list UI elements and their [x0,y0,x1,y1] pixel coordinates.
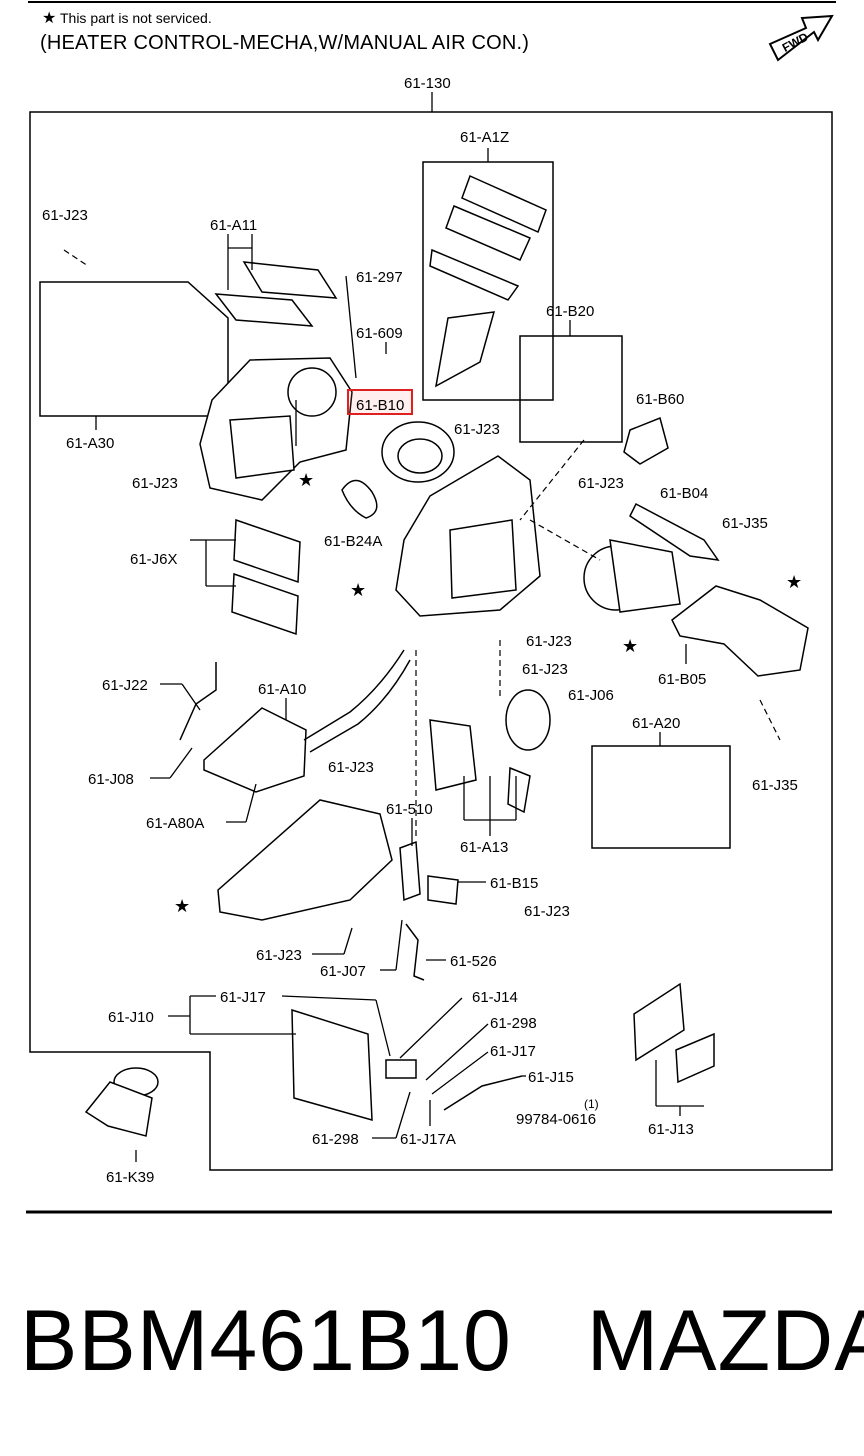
label-61-j23: 61-J23 [42,207,88,224]
part-lower-housing [217,799,393,921]
svg-text:★: ★ [786,572,802,593]
label-61-j35: 61-J35 [722,515,768,532]
label-61-j22: 61-J22 [102,677,148,694]
label-61-a13: 61-A13 [460,839,508,856]
note-text: This part is not serviced. [59,10,212,26]
leader-lines [95,92,704,1162]
part-j14-block [385,1059,417,1079]
assembly-frame [29,111,833,1171]
label-61-a11: 61-A11 [210,217,257,234]
part-j10-evaporator [291,1008,373,1122]
brand-name: MAZDA [586,1293,864,1389]
svg-text:★: ★ [174,896,190,917]
part-number-caption: BBM461B10 MAZDA [20,1292,864,1391]
star-markers: ★ ★ ★ ★ ★ [174,470,802,917]
header-note: ★ This part is not serviced. [42,8,212,28]
svg-text:★: ★ [298,470,314,491]
label-61-a30: 61-A30 [66,435,114,452]
label-61-j23: 61-J23 [524,903,570,920]
label-61-a1z: 61-A1Z [460,129,509,146]
label-61-b60: 61-B60 [636,391,684,408]
part-b15-plate [427,875,459,905]
part-a13-lever [507,766,531,814]
a30-box [39,281,229,417]
part-number: BBM461B10 [20,1293,512,1389]
part-j06-seal [505,689,551,751]
part-b05-assembly [583,539,809,677]
label-61-j13: 61-J13 [648,1121,694,1138]
label-61-j17: 61-J17 [490,1043,536,1060]
label-61-a10: 61-A10 [258,681,306,698]
label-qty: (1) [584,1097,599,1111]
part-b04-duct [629,502,720,561]
label-61-b24a: 61-B24A [324,533,382,550]
part-j15-pipe [443,1075,523,1111]
a20-box [591,745,731,849]
page-title: (HEATER CONTROL-MECHA,W/MANUAL AIR CON.) [40,32,530,54]
svg-text:★: ★ [622,636,638,657]
label-61-b20: 61-B20 [546,303,594,320]
label-61-526: 61-526 [450,953,497,970]
part-a13-links [429,719,477,791]
label-61-j23: 61-J23 [328,759,374,776]
label-61-b10: 61-B10 [356,397,404,414]
label-61-j08: 61-J08 [88,771,134,788]
part-a11-gasket [214,261,338,327]
part-j13-pads [633,982,715,1084]
label-61-j6x: 61-J6X [130,551,178,568]
label-61-j23: 61-J23 [132,475,178,492]
fwd-arrow-icon: FWD [768,14,834,62]
label-61-130: 61-130 [404,75,451,92]
label-61-b15: 61-B15 [490,875,538,892]
label-61-609: 61-609 [356,325,403,342]
part-b24a-hose [341,479,378,519]
part-k39 [84,1067,159,1137]
part-510-bracket [399,840,421,902]
label-61-298: 61-298 [312,1131,359,1148]
part-blower-case [395,455,541,617]
label-61-j07: 61-J07 [320,963,366,980]
label-61-j23: 61-J23 [578,475,624,492]
label-61-k39: 61-K39 [106,1169,154,1186]
label-61-a80a: 61-A80A [146,815,204,832]
part-a10-heater-core [203,649,411,793]
b20-box [519,335,623,443]
part-526-hose [405,923,425,981]
highlight-box [347,389,413,415]
label-61-j14: 61-J14 [472,989,518,1006]
label-61-j17: 61-J17 [220,989,266,1006]
label-61-j15: 61-J15 [528,1069,574,1086]
label-61-b05: 61-B05 [658,671,706,688]
part-upper-housing [199,357,353,501]
part-j22-pipe [179,662,217,741]
label-61-j23: 61-J23 [256,947,302,964]
dashed-guides [63,249,781,840]
label-61-298: 61-298 [490,1015,537,1032]
label-61-j23: 61-J23 [526,633,572,650]
part-b10-blower-motor [381,421,455,483]
label-61-510: 61-510 [386,801,433,818]
label-61-j23: 61-J23 [454,421,500,438]
part-j6x-filters [231,518,301,636]
label-61-a20: 61-A20 [632,715,680,732]
label-61-j23: 61-J23 [522,661,568,678]
label-61-j06: 61-J06 [568,687,614,704]
label-61-j17a: 61-J17A [400,1131,456,1148]
star-icon: ★ [42,10,57,27]
svg-text:★: ★ [350,580,366,601]
label-61-297: 61-297 [356,269,403,286]
label-61-j10: 61-J10 [108,1009,154,1026]
part-a1z-doors [429,174,547,388]
label-61-j35: 61-J35 [752,777,798,794]
part-b60-actuator [623,416,669,465]
label-99784-0616: 99784-0616 [516,1111,596,1128]
label-61-b04: 61-B04 [660,485,708,502]
